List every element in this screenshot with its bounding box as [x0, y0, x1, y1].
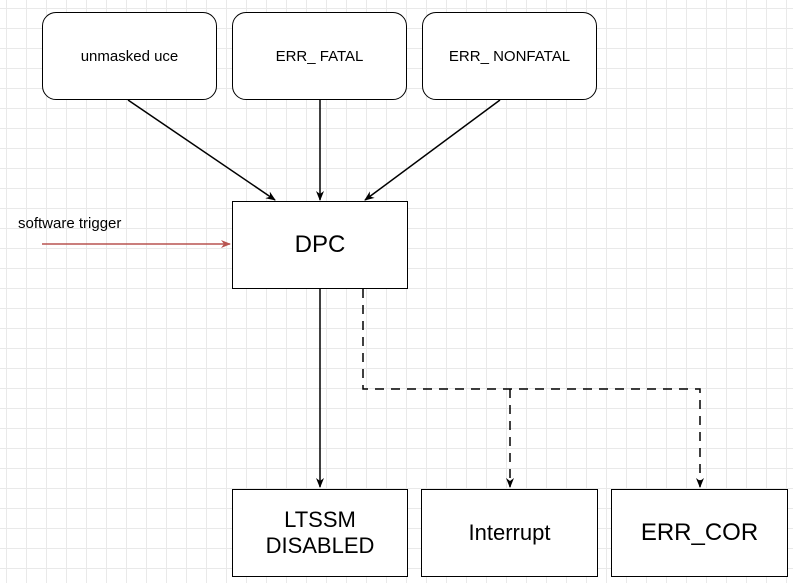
node-err-nonfatal-label: ERR_ NONFATAL [448, 47, 571, 65]
node-err-nonfatal[interactable]: ERR_ NONFATAL [422, 12, 597, 100]
node-interrupt-label: Interrupt [468, 520, 551, 545]
node-err-cor[interactable]: ERR_COR [611, 489, 788, 577]
node-ltssm-disabled-label: LTSSM DISABLED [265, 506, 375, 558]
node-err-fatal-label: ERR_ FATAL [275, 47, 364, 65]
node-ltssm-disabled[interactable]: LTSSM DISABLED [232, 489, 408, 577]
software-trigger-label: software trigger [18, 215, 122, 232]
node-dpc-label: DPC [294, 231, 346, 258]
node-unmasked-uce-label: unmasked uce [80, 47, 179, 65]
node-unmasked-uce[interactable]: unmasked uce [42, 12, 217, 100]
edge-err-nonfatal-to-dpc [364, 99, 501, 201]
node-err-fatal[interactable]: ERR_ FATAL [232, 12, 407, 100]
edge-dpc-dashed-trunk [362, 289, 704, 488]
node-interrupt[interactable]: Interrupt [421, 489, 598, 577]
node-err-cor-label: ERR_COR [640, 519, 759, 546]
node-dpc[interactable]: DPC [232, 201, 408, 289]
edge-unmasked-uce-to-dpc [127, 99, 276, 201]
